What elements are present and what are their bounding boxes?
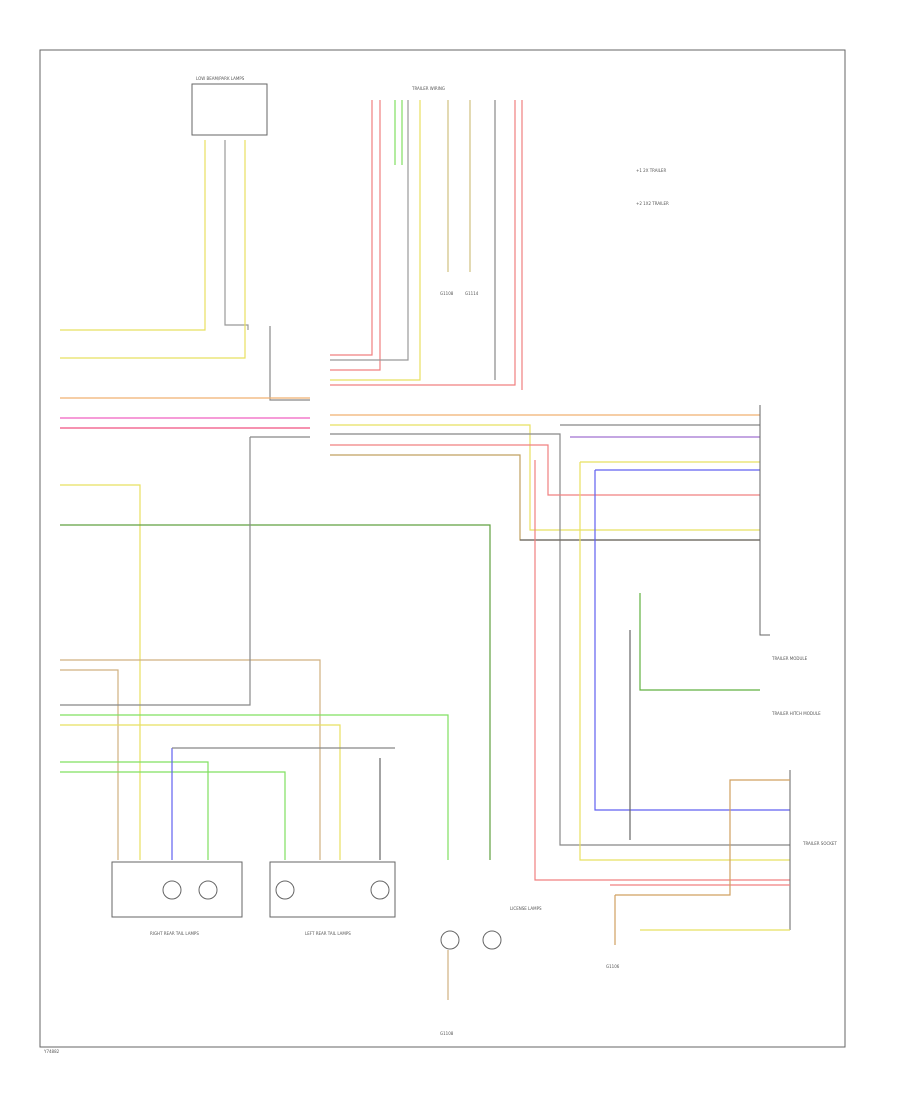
wire-right-yellow <box>330 424 760 531</box>
wire-module-yellow <box>60 140 206 331</box>
left-tail-box <box>269 861 396 918</box>
ground-label-1: G1108 <box>440 291 454 296</box>
ground-label-4: G1106 <box>606 964 620 969</box>
wire-top-red-1 <box>330 100 373 356</box>
top-connector-label: TRAILER WIRING <box>411 86 445 91</box>
trailer-module-label: TRAILER MODULE <box>771 656 808 661</box>
wire-module-tan <box>60 140 246 359</box>
wire-yellow-left <box>60 724 341 860</box>
wire-trailer-tan <box>615 779 790 896</box>
left-tail-bulb-2 <box>370 880 390 900</box>
license-lamp-1 <box>440 930 460 950</box>
right-tail-label: RIGHT REAR TAIL LAMPS <box>150 931 199 936</box>
wire-right-yellow-v <box>579 462 790 861</box>
wire-top-red-3 <box>330 100 516 386</box>
wire-module-gray <box>224 140 249 330</box>
left-tail-label: LEFT REAR TAIL LAMPS <box>305 931 351 936</box>
legend-item-1: +1 2X TRAILER <box>636 168 666 173</box>
right-tail-box <box>111 861 243 918</box>
wire-green-a <box>60 761 209 860</box>
license-lamp-2 <box>482 930 502 950</box>
wire-tan-2 <box>60 669 119 860</box>
relay-label: TRAILER HITCH MODULE <box>771 711 821 716</box>
legend-item-2: +2 1X2 TRAILER <box>636 201 669 206</box>
wire-green-b <box>60 771 286 860</box>
wire-top-red-2 <box>330 100 381 371</box>
wire-lightgreen-left <box>60 714 449 860</box>
wire-right-blue-v <box>594 470 790 811</box>
diagram-frame <box>39 49 846 1048</box>
lamp-module-box <box>191 83 268 136</box>
wire-yellow-long <box>60 484 141 860</box>
ground-label-2: G1114 <box>465 291 479 296</box>
wire-right-red-2 <box>534 460 790 881</box>
trailer-socket-label: TRAILER SOCKET <box>802 841 837 846</box>
right-tail-bulb-1 <box>162 880 182 900</box>
wire-top-gray <box>330 100 409 361</box>
wire-right-tan <box>330 454 760 541</box>
trailer-module-bracket <box>759 405 770 636</box>
wire-green-long <box>60 524 491 860</box>
ground-label-3: G1108 <box>440 1031 454 1036</box>
wire-gray-left <box>60 437 251 706</box>
wire-right-pink <box>330 444 760 496</box>
left-tail-bulb-1 <box>275 880 295 900</box>
wire-right-gray <box>330 433 790 846</box>
wire-top-yellow <box>330 100 421 381</box>
wire-module-dk <box>269 326 310 401</box>
lamp-module-label: LOW BEAM/PARK LAMPS <box>196 76 245 81</box>
license-label: LICENSE LAMPS <box>510 906 542 911</box>
footer-code: Y74882 <box>43 1049 60 1054</box>
wire-tan-1 <box>60 659 321 860</box>
wire-green-relay <box>639 593 760 691</box>
right-tail-bulb-2 <box>198 880 218 900</box>
